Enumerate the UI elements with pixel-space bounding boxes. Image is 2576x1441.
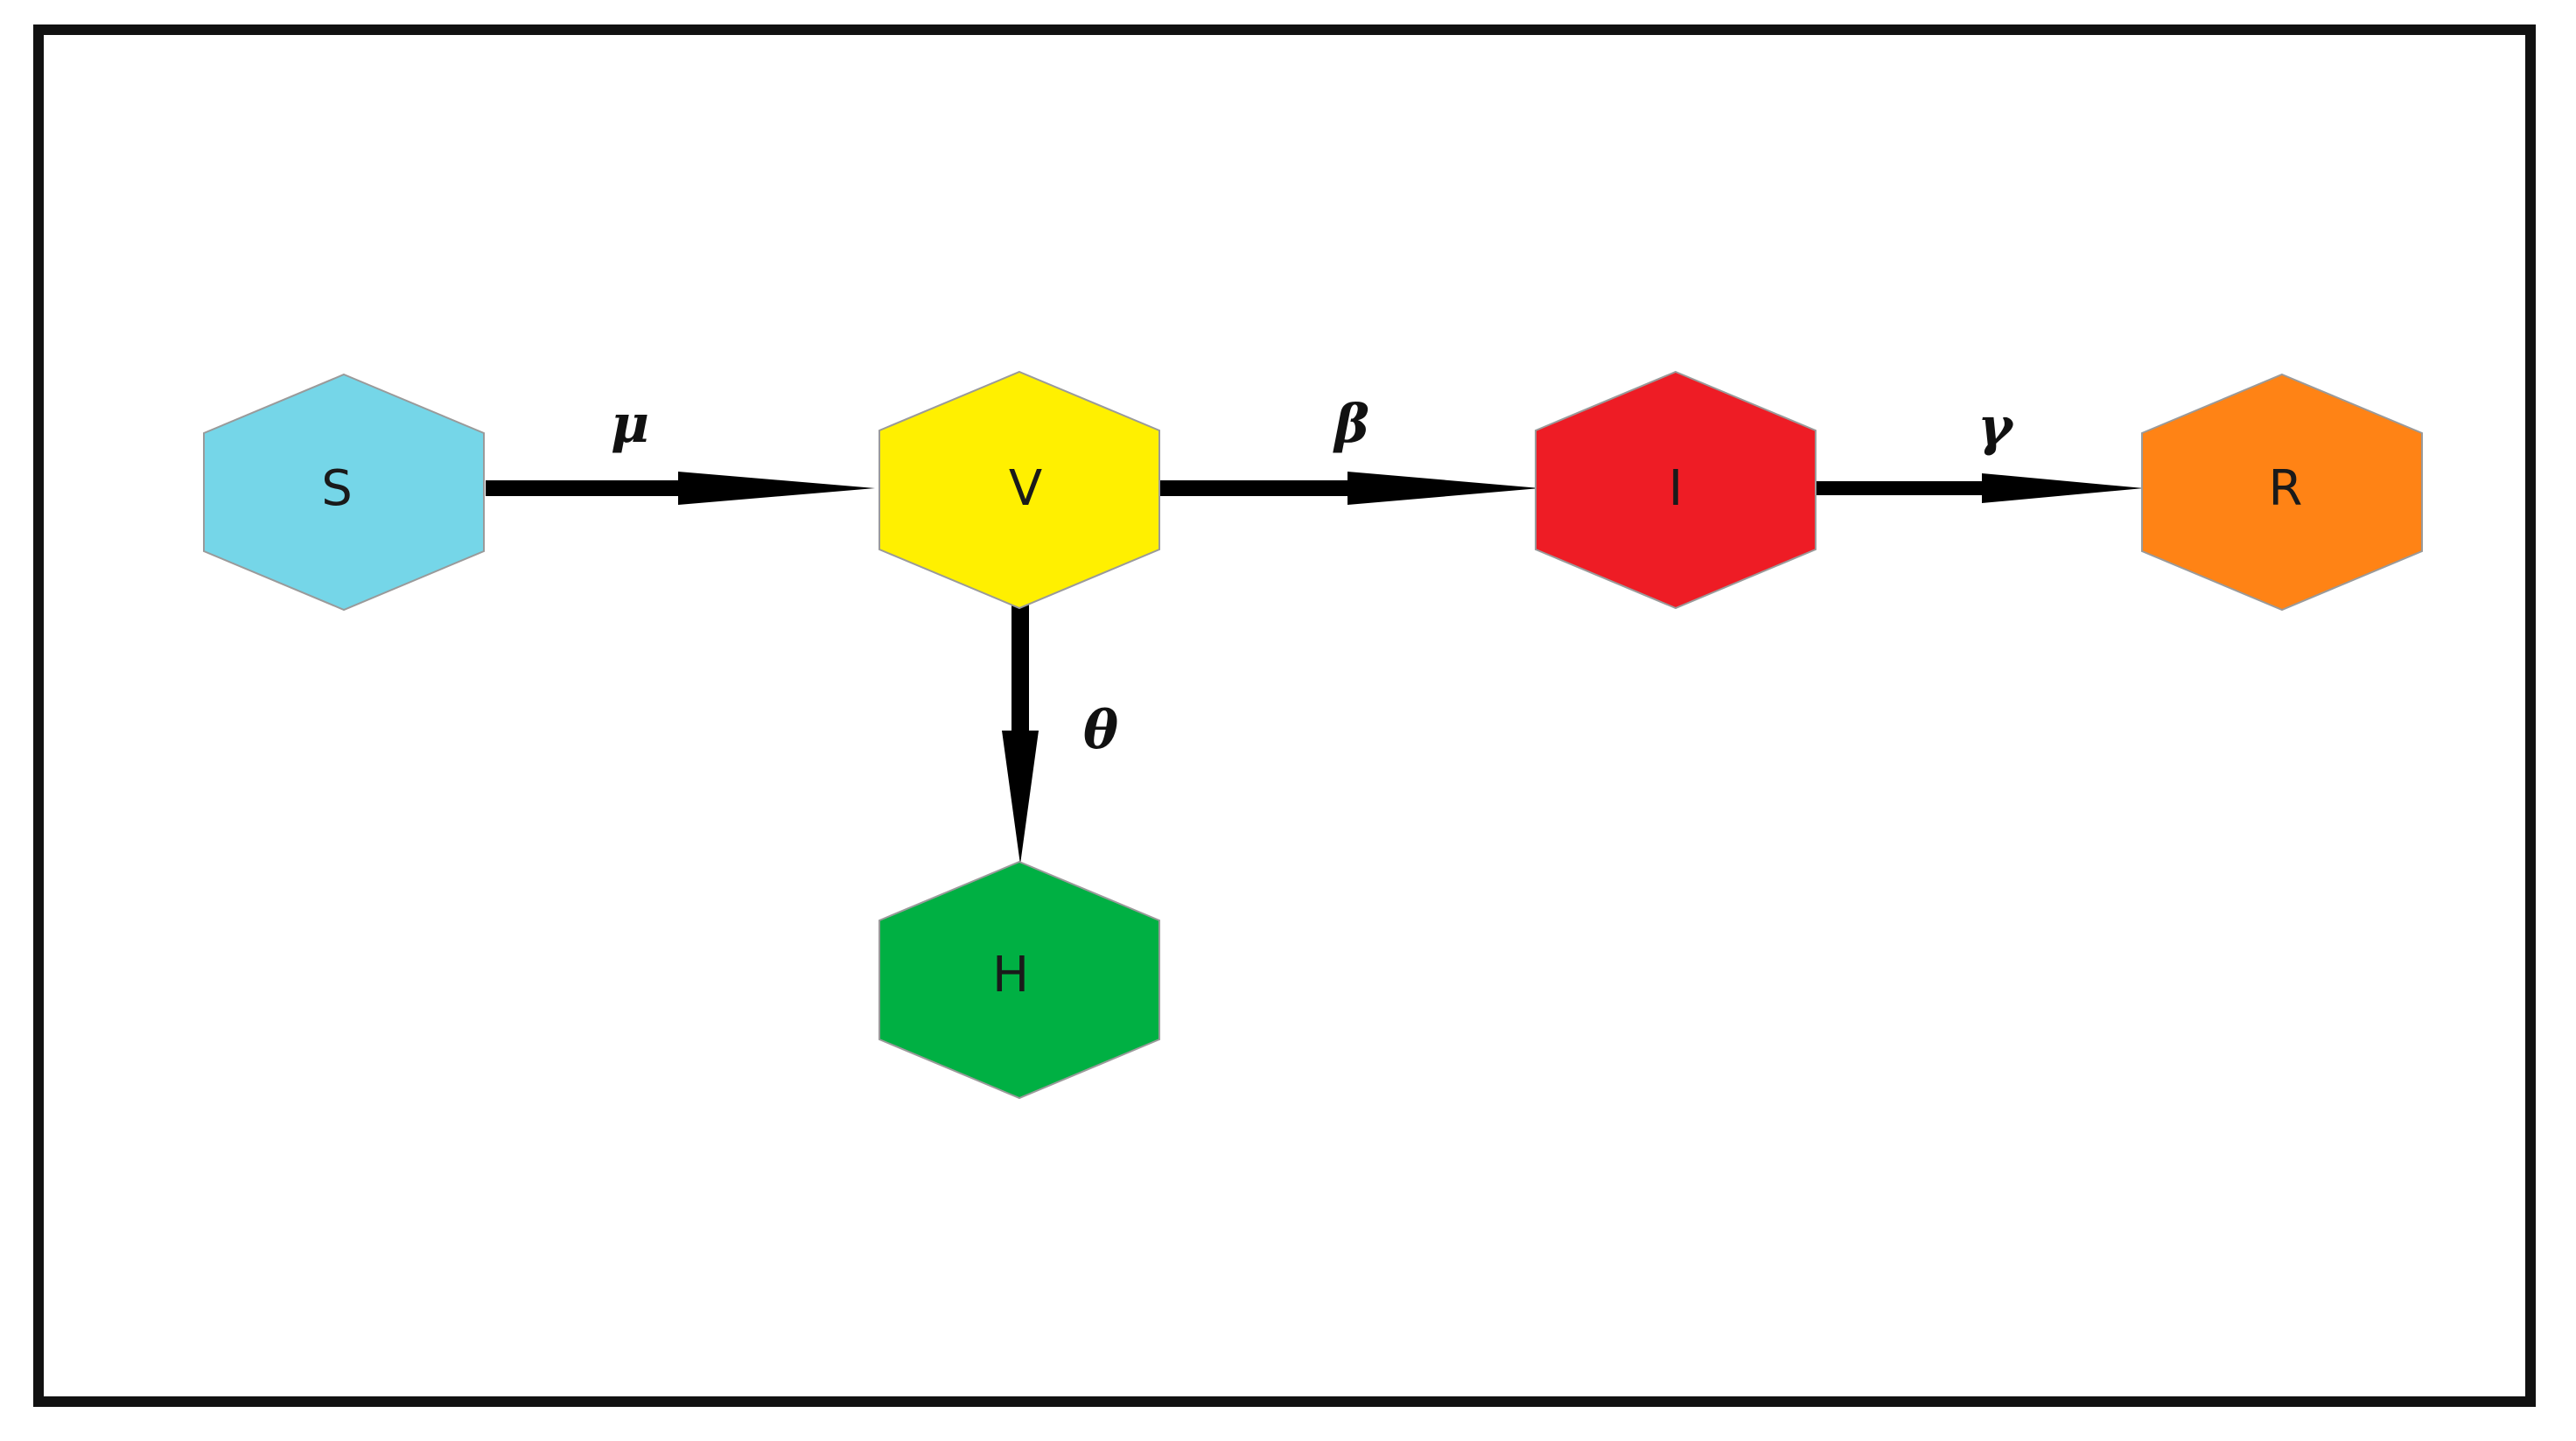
edge-i-to-r-label: γ: [1978, 396, 2014, 458]
node-r-label: R: [2269, 460, 2303, 517]
edge-i-to-r: [1816, 473, 2144, 503]
node-s-hexagon: [203, 373, 485, 612]
diagram-frame: [33, 24, 2536, 1407]
node-v: V: [878, 370, 1160, 610]
node-s-label: S: [321, 460, 353, 517]
edge-v-to-i-label: β: [1333, 394, 1369, 455]
node-v-hexagon: [878, 370, 1160, 610]
edge-s-to-v: [486, 472, 875, 505]
edge-v-to-h: [1002, 604, 1039, 864]
node-h-label: H: [992, 947, 1029, 1004]
node-v-label: V: [1009, 460, 1042, 517]
node-i-hexagon: [1535, 370, 1816, 610]
edge-v-to-i: [1159, 472, 1540, 505]
node-i: I: [1535, 370, 1816, 610]
node-h: H: [878, 860, 1160, 1100]
edge-v-to-h-label: θ: [1083, 700, 1118, 761]
node-s: S: [203, 373, 485, 612]
node-r-hexagon: [2141, 373, 2423, 612]
node-r: R: [2141, 373, 2423, 612]
node-i-label: I: [1669, 460, 1684, 517]
edge-s-to-v-label: μ: [611, 394, 649, 455]
node-h-hexagon: [878, 860, 1160, 1100]
